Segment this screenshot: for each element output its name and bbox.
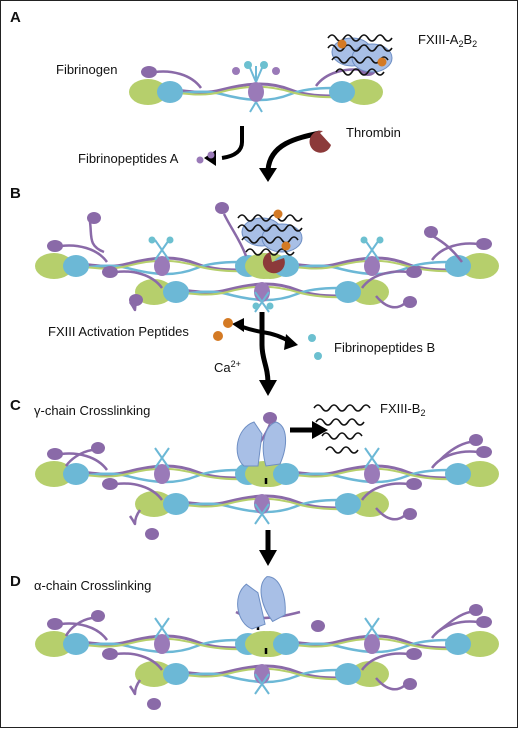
calcium-label: Ca2+ (214, 359, 241, 375)
arrow-b-to-c (259, 344, 271, 385)
thrombin-bound-icon (262, 252, 285, 274)
fibrinopeptide-a-dot (196, 156, 204, 164)
thrombin-icon (309, 130, 331, 153)
panel-letter-d: D (10, 573, 21, 590)
fibrinogen-label: Fibrinogen (56, 62, 117, 77)
arrow-fpa (221, 126, 244, 160)
fxiii-tetramer-a (327, 34, 393, 76)
fibrinopeptides-a-label: Fibrinopeptides A (78, 151, 179, 166)
fxiii-a2-c (236, 421, 287, 467)
fibrinopeptide-b-dot (308, 334, 316, 342)
fibrinopeptides-b-label: Fibrinopeptides B (334, 340, 435, 355)
fibrin-polymer-b (33, 202, 501, 313)
fxiii-tetramer-b (237, 209, 303, 256)
fibrinopeptide-b-dot (314, 352, 322, 360)
fibrinogen-molecule-a (127, 61, 385, 113)
alpha-crosslinking-title: α-chain Crosslinking (34, 578, 151, 593)
activation-peptide-dot (223, 318, 233, 328)
fxiii-b2-label: FXIII-B2 (380, 401, 425, 418)
fxiii-a2b2-label: FXIII-A2B2 (418, 32, 477, 49)
panel-letter-a: A (10, 9, 21, 26)
panel-letter-b: B (10, 185, 21, 202)
thrombin-label: Thrombin (346, 125, 401, 140)
fxiii-a2-d (229, 572, 292, 632)
activation-peptide-dot (213, 331, 223, 341)
activation-peptides-label: FXIII Activation Peptides (48, 324, 189, 339)
gamma-crosslinking-title: γ-chain Crosslinking (34, 403, 150, 418)
fibrinopeptide-a-dot (207, 151, 215, 159)
panel-letter-c: C (10, 397, 21, 414)
fibrin-polymer-d (33, 604, 501, 710)
